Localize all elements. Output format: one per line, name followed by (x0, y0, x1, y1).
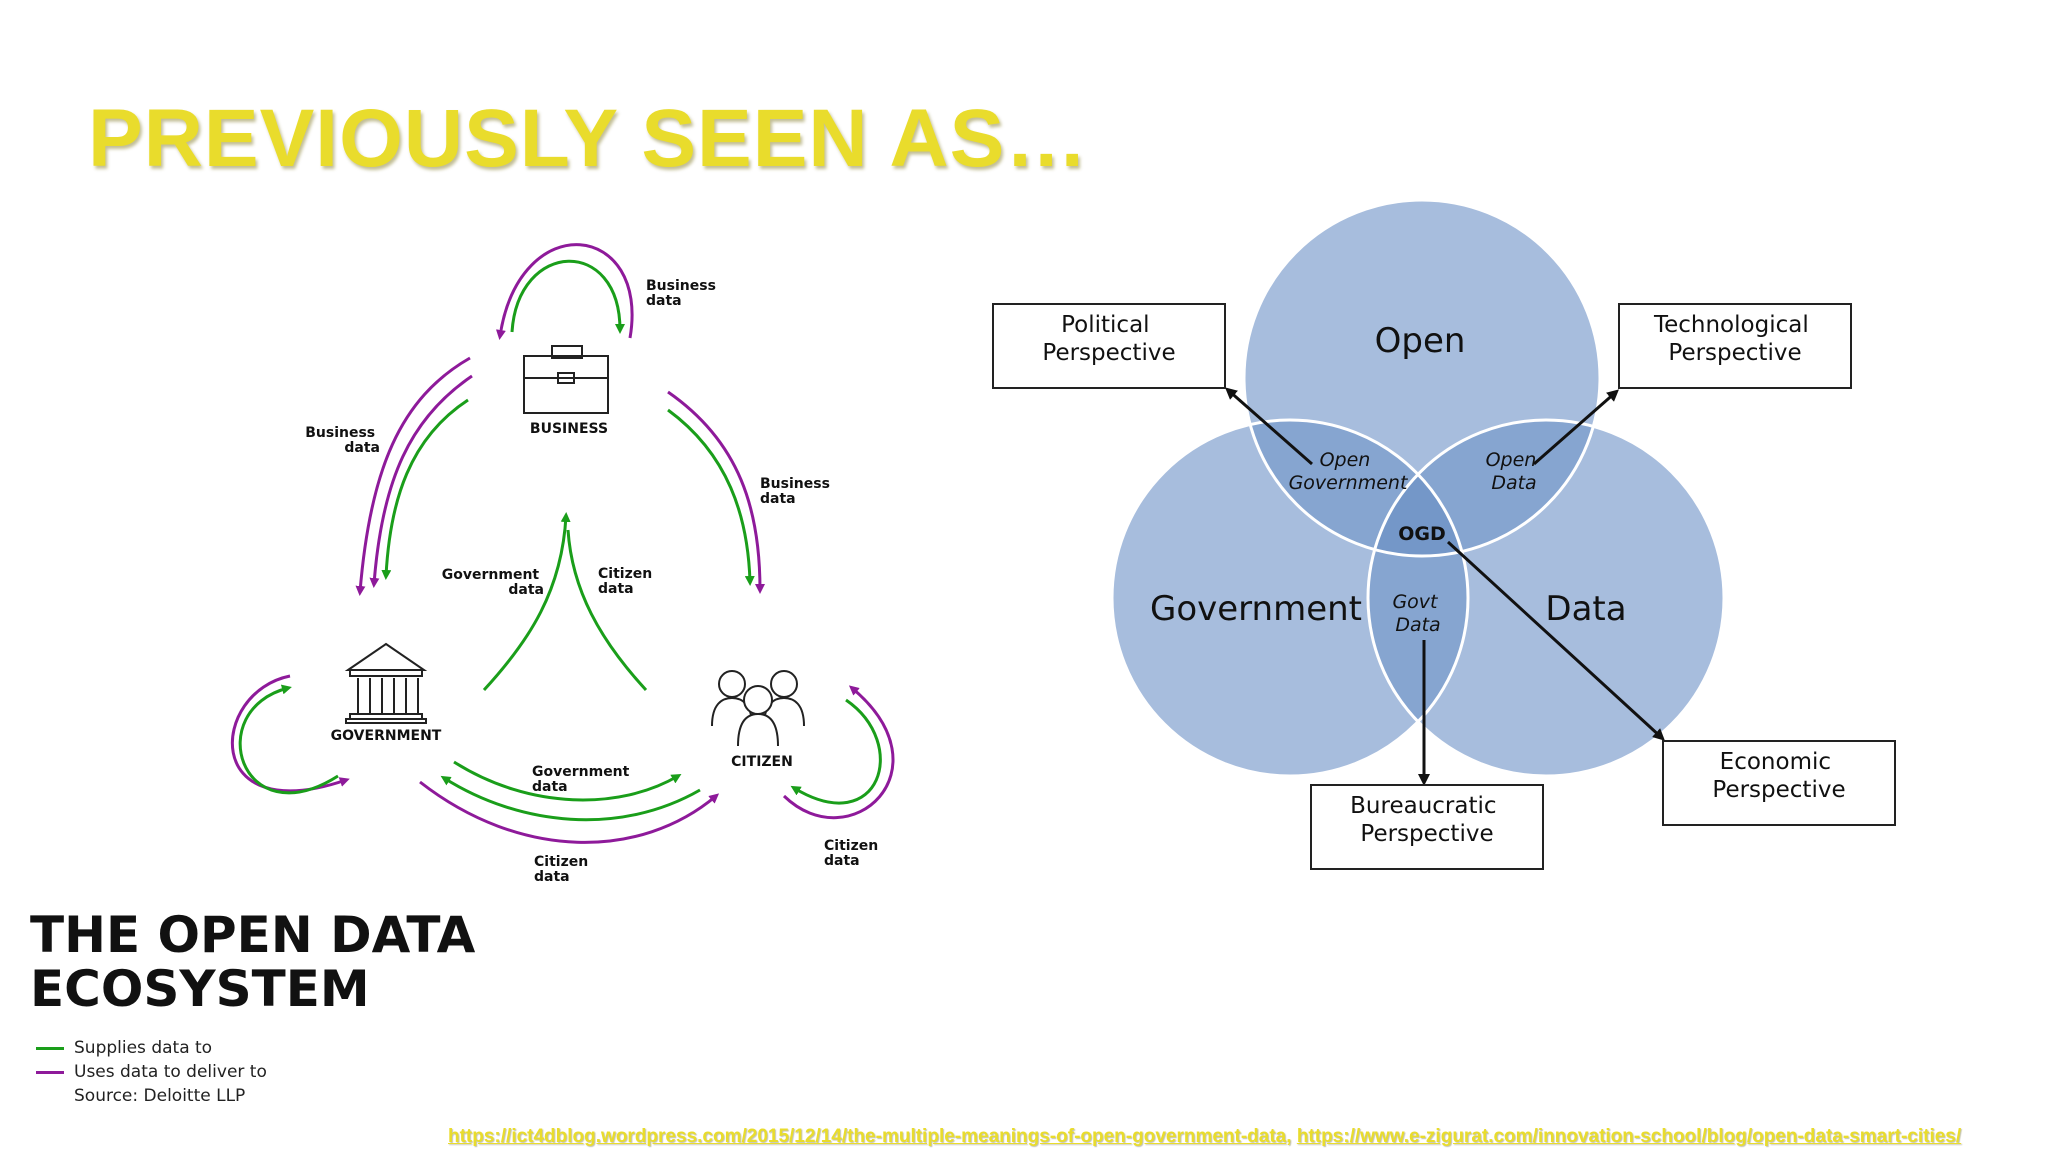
ogd-center-label: OGD (1398, 523, 1446, 545)
technological-connector-arrow (1533, 389, 1620, 466)
government-node-label: GOVERNMENT (331, 728, 442, 744)
business-to-citizen-flow-label: Business data (760, 476, 835, 507)
briefcase-icon (523, 345, 609, 414)
economic-connector-arrow (1446, 540, 1665, 741)
supplies-swatch (36, 1046, 64, 1050)
business-self-uses-arrow (495, 243, 634, 340)
legend-row-source: Source: Deloitte LLP (36, 1084, 267, 1108)
bureaucratic-perspective-box: Bureaucratic Perspective (1310, 784, 1544, 870)
business-to-government-supplies-arrow (381, 398, 469, 580)
citizen-self-uses-arrow (782, 685, 895, 819)
open-circle-label: Open (1375, 321, 1466, 361)
legend-supplies-label: Supplies data to (74, 1038, 213, 1058)
govt-data-label: Govt Data (1392, 591, 1443, 636)
legend-row-supplies: Supplies data to (36, 1036, 267, 1060)
source-link-e-zigurat[interactable]: https://www.e-zigurat.com/innovation-sch… (1296, 1126, 1962, 1147)
ecosystem-title: THE OPEN DATA ECOSYSTEM (30, 908, 475, 1016)
business-self-flow-label: Business data (646, 278, 721, 309)
legend-uses-label: Uses data to deliver to (74, 1062, 267, 1082)
source-links: https://ict4dblog.wordpress.com/2015/12/… (448, 1126, 1961, 1148)
open-data-overlap (1368, 420, 1600, 556)
government-to-citizen-uses-arrow (419, 780, 720, 844)
ecosystem-title-line1: THE OPEN DATA (30, 906, 476, 964)
citizen-self-flow-label: Citizen data (824, 838, 883, 869)
legend-source-label: Source: Deloitte LLP (74, 1086, 246, 1106)
business-self-supplies-arrow (510, 259, 625, 334)
citizen-node-label: CITIZEN (731, 754, 793, 770)
government-to-business-flow-label: Government data (442, 567, 544, 598)
open-government-label: Open Government (1289, 449, 1409, 494)
business-to-government-uses-arrow (355, 356, 471, 596)
citizen-to-government-flow-label: Citizen data (534, 854, 593, 885)
source-link-ict4dblog[interactable]: https://ict4dblog.wordpress.com/2015/12/… (448, 1126, 1287, 1147)
government-self-uses-arrow (230, 674, 350, 793)
citizen-to-business-supplies-line (566, 529, 648, 692)
data-circle-label: Data (1545, 589, 1626, 629)
citizen-group-icon (711, 670, 805, 747)
technological-perspective-box: Technological Perspective (1618, 303, 1852, 389)
ecosystem-legend: Supplies data to Uses data to deliver to… (36, 1036, 267, 1108)
ecosystem-title-line2: ECOSYSTEM (30, 960, 370, 1018)
citizen-to-government-supplies-arrow (440, 775, 701, 822)
government-circle-label: Government (1150, 589, 1362, 629)
government-self-supplies-arrow (238, 684, 339, 795)
legend-row-uses: Uses data to deliver to (36, 1060, 267, 1084)
citizen-self-supplies-arrow (790, 698, 882, 805)
economic-perspective-box: Economic Perspective (1662, 740, 1896, 826)
source-link-separator: , (1286, 1126, 1297, 1147)
ecosystem-diagram: BUSINESS GOVERNMENT CITIZEN Business dat… (230, 243, 895, 885)
political-connector-arrow (1224, 387, 1313, 466)
slide-title: PREVIOUSLY SEEN AS… (88, 93, 1089, 184)
business-to-government-flow-label: Business data (305, 425, 380, 456)
business-to-citizen-uses-arrow (667, 390, 765, 594)
business-to-government-uses-arrow-2 (369, 374, 473, 588)
government-building-icon (344, 642, 428, 724)
svg-text:Bureaucratic Perspective: Bureaucratic Perspective (1350, 793, 1504, 847)
government-to-business-supplies-arrow (482, 512, 571, 692)
ogd-venn-diagram: Open Government Data Open Government Ope… (992, 198, 1896, 870)
business-node-label: BUSINESS (530, 421, 608, 437)
svg-text:Economic Perspective: Economic Perspective (1712, 749, 1845, 803)
political-perspective-box: Political Perspective (992, 303, 1226, 389)
citizen-to-business-flow-label: Citizen data (598, 566, 657, 597)
svg-text:Political Perspective: Political Perspective (1042, 312, 1175, 366)
svg-text:Technological Perspectiv: Technological Perspective (1653, 312, 1816, 366)
business-to-citizen-supplies-arrow (667, 408, 755, 586)
government-to-citizen-flow-label: Government data (532, 764, 634, 795)
government-to-citizen-supplies-arrow (453, 760, 682, 802)
open-data-label: Open Data (1486, 449, 1543, 494)
uses-swatch (36, 1070, 64, 1074)
open-government-overlap (1244, 420, 1468, 556)
